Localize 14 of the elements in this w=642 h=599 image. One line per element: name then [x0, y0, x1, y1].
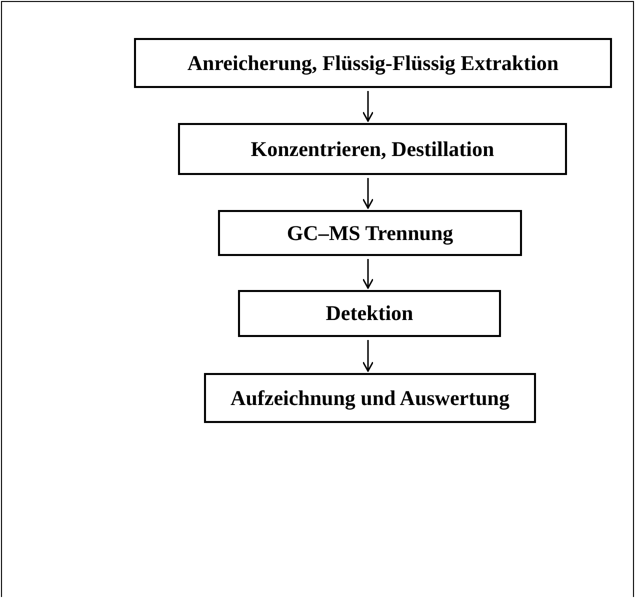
process-box	[218, 210, 522, 256]
step-text: Anreicherung, Flüssig-Flüssig Extraktion	[187, 50, 559, 76]
process-box	[204, 373, 536, 423]
arrow	[362, 340, 374, 372]
step-text: Konzentrieren, Destillation	[250, 136, 494, 162]
arrow	[362, 259, 374, 289]
step-text: Aufzeichnung und Auswertung	[230, 386, 510, 410]
arrow	[362, 91, 374, 122]
process-box	[178, 123, 567, 175]
arrow	[362, 178, 374, 209]
process-box	[134, 38, 612, 88]
step-text: GC–MS Trennung	[286, 220, 454, 246]
process-box	[238, 290, 501, 337]
step-text: Detektion	[326, 301, 414, 326]
